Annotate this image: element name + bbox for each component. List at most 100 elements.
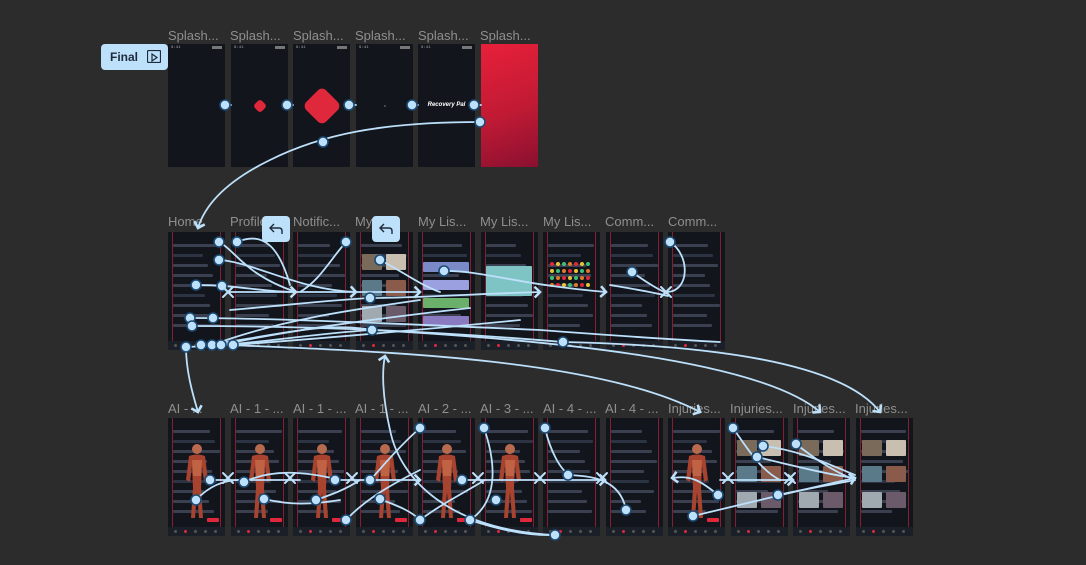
nav-tab-icon[interactable]: [382, 344, 385, 347]
list-card[interactable]: [423, 298, 469, 308]
nav-tab-icon[interactable]: [309, 530, 312, 533]
nav-tab-icon[interactable]: [434, 344, 437, 347]
nav-tab-icon[interactable]: [652, 530, 655, 533]
nav-tab-icon[interactable]: [632, 530, 635, 533]
video-thumbnail[interactable]: [886, 440, 906, 456]
nav-tab-icon[interactable]: [299, 530, 302, 533]
injuries-frame-3[interactable]: [793, 418, 850, 536]
nav-tab-icon[interactable]: [424, 530, 427, 533]
nav-tab-icon[interactable]: [747, 530, 750, 533]
nav-tab-icon[interactable]: [674, 530, 677, 533]
splash-frame-6[interactable]: [481, 44, 538, 167]
nav-tab-icon[interactable]: [454, 344, 457, 347]
nav-tab-icon[interactable]: [507, 530, 510, 533]
nav-tab-icon[interactable]: [589, 344, 592, 347]
video-thumbnail[interactable]: [362, 306, 382, 322]
injuries-frame-4[interactable]: [856, 418, 913, 536]
nav-tab-icon[interactable]: [507, 344, 510, 347]
nav-tab-icon[interactable]: [612, 344, 615, 347]
nav-tab-icon[interactable]: [809, 530, 812, 533]
nav-tab-icon[interactable]: [612, 530, 615, 533]
nav-tab-icon[interactable]: [362, 530, 365, 533]
nav-tab-icon[interactable]: [497, 344, 500, 347]
splash-frame-2[interactable]: 9:41: [231, 44, 288, 167]
nav-tab-icon[interactable]: [579, 344, 582, 347]
nav-tab-icon[interactable]: [497, 530, 500, 533]
nav-tab-icon[interactable]: [184, 530, 187, 533]
nav-tab-icon[interactable]: [174, 344, 177, 347]
nav-tab-icon[interactable]: [204, 530, 207, 533]
flow-start-badge[interactable]: Final: [101, 44, 168, 70]
nav-tab-icon[interactable]: [362, 344, 365, 347]
nav-tab-icon[interactable]: [319, 344, 322, 347]
video-thumbnail[interactable]: [862, 492, 882, 508]
video-thumbnail[interactable]: [799, 440, 819, 456]
nav-tab-icon[interactable]: [559, 530, 562, 533]
nav-tab-icon[interactable]: [339, 344, 342, 347]
nav-tab-icon[interactable]: [579, 530, 582, 533]
next-button[interactable]: [457, 518, 469, 522]
ai-4-frame-b[interactable]: [606, 418, 663, 536]
nav-tab-icon[interactable]: [694, 530, 697, 533]
community-frame-2[interactable]: [668, 232, 725, 350]
nav-tab-icon[interactable]: [892, 530, 895, 533]
nav-tab-icon[interactable]: [714, 344, 717, 347]
video-thumbnail[interactable]: [823, 492, 843, 508]
nav-tab-icon[interactable]: [622, 530, 625, 533]
nav-tab-icon[interactable]: [704, 530, 707, 533]
back-connection-button[interactable]: [372, 216, 400, 242]
next-button[interactable]: [207, 518, 219, 522]
nav-tab-icon[interactable]: [299, 344, 302, 347]
nav-tab-icon[interactable]: [767, 530, 770, 533]
nav-tab-icon[interactable]: [267, 530, 270, 533]
nav-tab-icon[interactable]: [237, 530, 240, 533]
nav-tab-icon[interactable]: [267, 344, 270, 347]
nav-tab-icon[interactable]: [392, 344, 395, 347]
nav-tab-icon[interactable]: [487, 344, 490, 347]
video-thumbnail[interactable]: [799, 492, 819, 508]
nav-tab-icon[interactable]: [444, 344, 447, 347]
nav-tab-icon[interactable]: [757, 530, 760, 533]
nav-tab-icon[interactable]: [487, 530, 490, 533]
nav-tab-icon[interactable]: [402, 530, 405, 533]
nav-tab-icon[interactable]: [569, 530, 572, 533]
nav-tab-icon[interactable]: [372, 344, 375, 347]
nav-tab-icon[interactable]: [434, 530, 437, 533]
nav-tab-icon[interactable]: [622, 344, 625, 347]
splash-frame-5[interactable]: 9:41 Recovery Pal: [418, 44, 475, 167]
nav-tab-icon[interactable]: [444, 530, 447, 533]
nav-tab-icon[interactable]: [872, 530, 875, 533]
video-thumbnail[interactable]: [886, 466, 906, 482]
nav-tab-icon[interactable]: [277, 530, 280, 533]
video-thumbnail[interactable]: [862, 440, 882, 456]
nav-tab-icon[interactable]: [694, 344, 697, 347]
next-button[interactable]: [395, 518, 407, 522]
next-button[interactable]: [270, 518, 282, 522]
nav-tab-icon[interactable]: [714, 530, 717, 533]
nav-tab-icon[interactable]: [527, 530, 530, 533]
nav-tab-icon[interactable]: [684, 344, 687, 347]
back-connection-button[interactable]: [262, 216, 290, 242]
nav-tab-icon[interactable]: [882, 530, 885, 533]
list-card[interactable]: [423, 280, 469, 290]
nav-tab-icon[interactable]: [257, 530, 260, 533]
nav-tab-icon[interactable]: [382, 530, 385, 533]
nav-tab-icon[interactable]: [549, 344, 552, 347]
nav-tab-icon[interactable]: [319, 530, 322, 533]
ai-frame[interactable]: [168, 418, 225, 536]
nav-tab-icon[interactable]: [862, 530, 865, 533]
nav-tab-icon[interactable]: [902, 530, 905, 533]
list-card[interactable]: [423, 316, 469, 326]
nav-tab-icon[interactable]: [392, 530, 395, 533]
nav-tab-icon[interactable]: [194, 530, 197, 533]
nav-tab-icon[interactable]: [454, 530, 457, 533]
video-thumbnail[interactable]: [886, 492, 906, 508]
nav-tab-icon[interactable]: [277, 344, 280, 347]
nav-tab-icon[interactable]: [737, 530, 740, 533]
next-button[interactable]: [332, 518, 344, 522]
nav-tab-icon[interactable]: [424, 344, 427, 347]
nav-tab-icon[interactable]: [777, 530, 780, 533]
nav-tab-icon[interactable]: [684, 530, 687, 533]
nav-tab-icon[interactable]: [372, 530, 375, 533]
nav-tab-icon[interactable]: [309, 344, 312, 347]
